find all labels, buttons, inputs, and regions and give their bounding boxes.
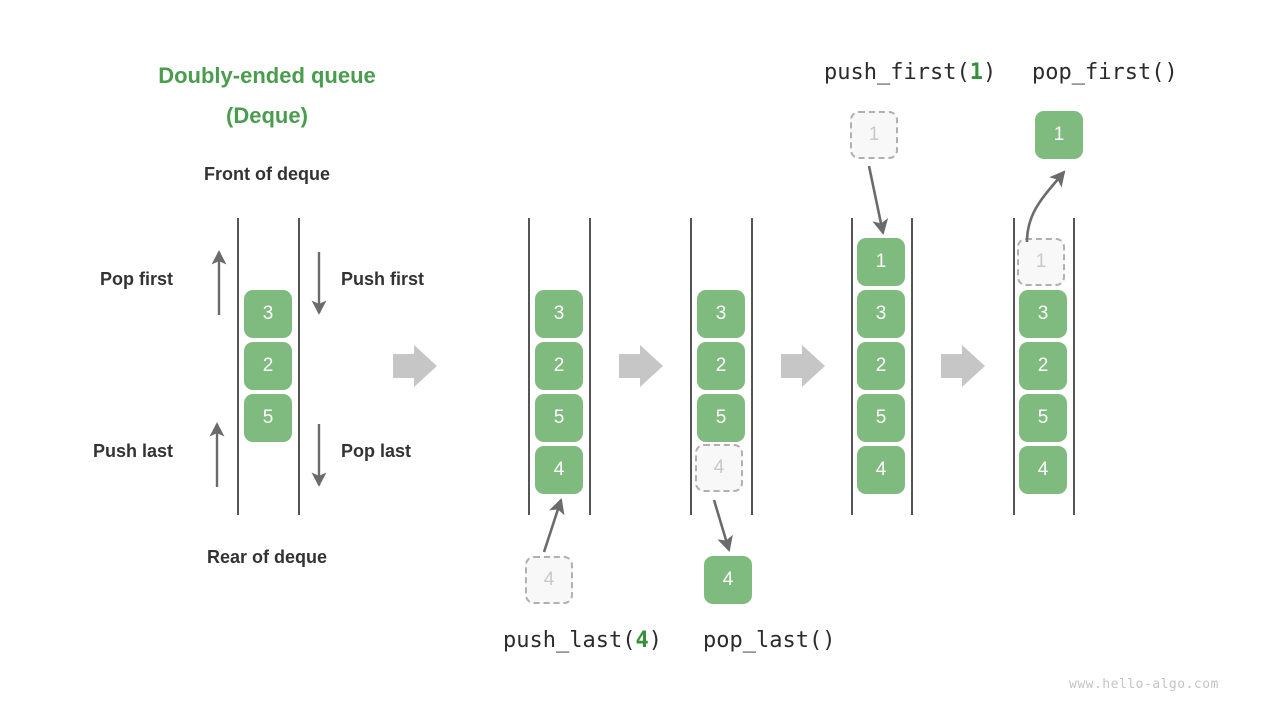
element-value: 4 [553,459,565,480]
push-last-transfer-arrow [542,498,565,553]
deque-element: 3 [535,290,583,338]
deque-rail-right [1073,218,1075,515]
element-value: 5 [262,407,274,428]
element-value: 1 [1035,251,1047,272]
deque-element: 5 [697,394,745,442]
step-arrow [393,345,437,387]
element-value: 2 [553,355,565,376]
element-value: 3 [553,303,565,324]
deque-element: 4 [535,446,583,494]
op-label-push-last: push_last(4) [503,628,662,653]
diagram-title: Doubly-ended queue (Deque) [107,56,427,136]
deque-element: 5 [857,394,905,442]
element-value: 2 [875,355,887,376]
deque-element: 2 [535,342,583,390]
op-name: pop_last() [703,628,836,653]
element-value: 1 [875,251,887,272]
element-value: 4 [875,459,887,480]
op-label-pop-last: pop_last() [703,628,835,653]
pop-last-transfer-arrow [712,499,733,552]
element-value: 3 [715,303,727,324]
deque-rail-right [911,218,913,515]
op-name: push_last( [503,628,636,653]
deque-element: 2 [244,342,292,390]
popped-element: 1 [1035,111,1083,159]
deque-element: 1 [857,238,905,286]
element-value: 4 [1037,459,1049,480]
deque-rail-right [751,218,753,515]
element-value: 2 [1037,355,1049,376]
op-label-pop-first: pop_first() [1032,60,1178,85]
removed-element-slot: 4 [695,444,743,492]
deque-rail-left [851,218,853,515]
pending-push-element: 1 [850,111,898,159]
deque-element: 5 [1019,394,1067,442]
deque-element: 4 [1019,446,1067,494]
deque-rail-left [237,218,239,515]
op-close: ) [982,60,997,85]
element-value: 3 [1037,303,1049,324]
element-value: 4 [543,569,555,590]
deque-rail-left [690,218,692,515]
pop-first-label: Pop first [100,269,174,289]
deque-element: 3 [857,290,905,338]
pop-first-transfer-arrow [1025,170,1066,243]
element-value: 3 [875,303,887,324]
element-value: 1 [868,124,880,145]
pending-push-element: 4 [525,556,573,604]
front-of-deque-label: Front of deque [204,164,330,184]
deque-rail-right [589,218,591,515]
deque-rail-right [298,218,300,515]
element-value: 3 [262,303,274,324]
element-value: 5 [875,407,887,428]
deque-rail-left [1013,218,1015,515]
popped-element: 4 [704,556,752,604]
step-arrow [941,345,985,387]
deque-element: 3 [1019,290,1067,338]
deque-rail-left [528,218,530,515]
deque-element: 3 [697,290,745,338]
deque-element: 2 [697,342,745,390]
element-value: 2 [262,355,274,376]
op-name: push_first( [824,60,970,85]
deque-element: 2 [857,342,905,390]
element-value: 4 [713,457,725,478]
element-value: 5 [553,407,565,428]
title-line-2: (Deque) [226,103,308,128]
deque-element: 3 [244,290,292,338]
removed-element-slot: 1 [1017,238,1065,286]
element-value: 5 [715,407,727,428]
watermark: www.hello-algo.com [1069,677,1219,692]
push-last-label: Push last [93,441,174,461]
deque-element: 4 [857,446,905,494]
deque-element: 5 [535,394,583,442]
element-value: 2 [715,355,727,376]
element-value: 4 [722,569,734,590]
push-first-transfer-arrow [867,165,889,236]
deque-element: 2 [1019,342,1067,390]
pop-last-label: Pop last [341,441,412,461]
title-line-1: Doubly-ended queue [158,63,376,88]
element-value: 1 [1053,124,1065,145]
step-arrow [781,345,825,387]
op-name: pop_first() [1032,60,1178,85]
op-arg: 1 [969,60,983,85]
op-arg: 4 [635,628,649,653]
op-label-push-first: push_first(1) [824,60,996,85]
op-close: ) [648,628,662,653]
element-value: 5 [1037,407,1049,428]
push-first-label: Push first [341,269,425,289]
deque-element: 5 [244,394,292,442]
step-arrow [619,345,663,387]
rear-of-deque-label: Rear of deque [206,547,328,567]
